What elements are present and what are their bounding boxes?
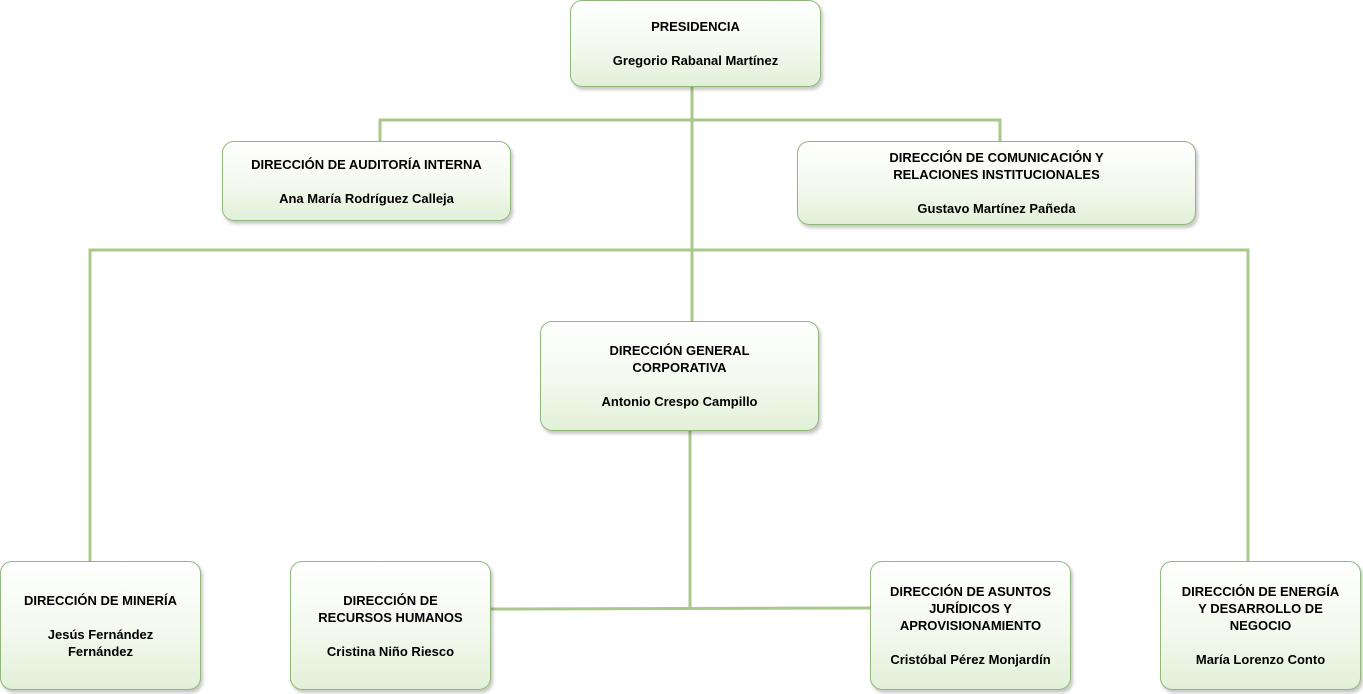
node-person: Cristóbal Pérez Monjardín	[890, 652, 1051, 667]
node-direccion-comunicacion[interactable]: DIRECCIÓN DE COMUNICACIÓN Y RELACIONES I…	[797, 141, 1196, 225]
node-direccion-asuntos-juridicos[interactable]: DIRECCIÓN DE ASUNTOS JURÍDICOS Y APROVIS…	[870, 561, 1071, 690]
node-person: María Lorenzo Conto	[1195, 652, 1326, 667]
node-person: Ana María Rodríguez Calleja	[279, 190, 454, 206]
node-title: DIRECCIÓN DE RECURSOS HUMANOS	[318, 592, 463, 625]
node-title: DIRECCIÓN DE MINERÍA	[23, 592, 178, 608]
node-title: DIRECCIÓN GENERAL CORPORATIVA	[609, 343, 750, 375]
node-person: Gregorio Rabanal Martínez	[612, 53, 779, 68]
node-direccion-mineria[interactable]: DIRECCIÓN DE MINERÍA Jesús Fernández Fer…	[0, 561, 201, 690]
node-direccion-auditoria-interna[interactable]: DIRECCIÓN DE AUDITORÍA INTERNA Ana María…	[222, 141, 511, 221]
node-person: Jesús Fernández Fernández	[47, 626, 154, 659]
node-person: Gustavo Martínez Pañeda	[917, 201, 1076, 216]
node-title: DIRECCIÓN DE ASUNTOS JURÍDICOS Y APROVIS…	[889, 584, 1052, 633]
connector-general-horizontal	[489, 606, 873, 611]
node-title: DIRECCIÓN DE ENERGÍA Y DESARROLLO DE NEG…	[1181, 584, 1340, 633]
node-direccion-general-corporativa[interactable]: DIRECCIÓN GENERAL CORPORATIVA Antonio Cr…	[540, 321, 819, 431]
node-direccion-recursos-humanos[interactable]: DIRECCIÓN DE RECURSOS HUMANOS Cristina N…	[290, 561, 491, 690]
node-person: Cristina Niño Riesco	[326, 643, 455, 659]
node-direccion-energia[interactable]: DIRECCIÓN DE ENERGÍA Y DESARROLLO DE NEG…	[1160, 561, 1361, 690]
node-person: Antonio Crespo Campillo	[601, 394, 758, 409]
node-title: DIRECCIÓN DE COMUNICACIÓN Y RELACIONES I…	[889, 150, 1104, 182]
node-title: DIRECCIÓN DE AUDITORÍA INTERNA	[251, 156, 482, 172]
node-title: PRESIDENCIA	[651, 19, 740, 34]
node-presidencia[interactable]: PRESIDENCIA Gregorio Rabanal Martínez	[570, 0, 821, 87]
